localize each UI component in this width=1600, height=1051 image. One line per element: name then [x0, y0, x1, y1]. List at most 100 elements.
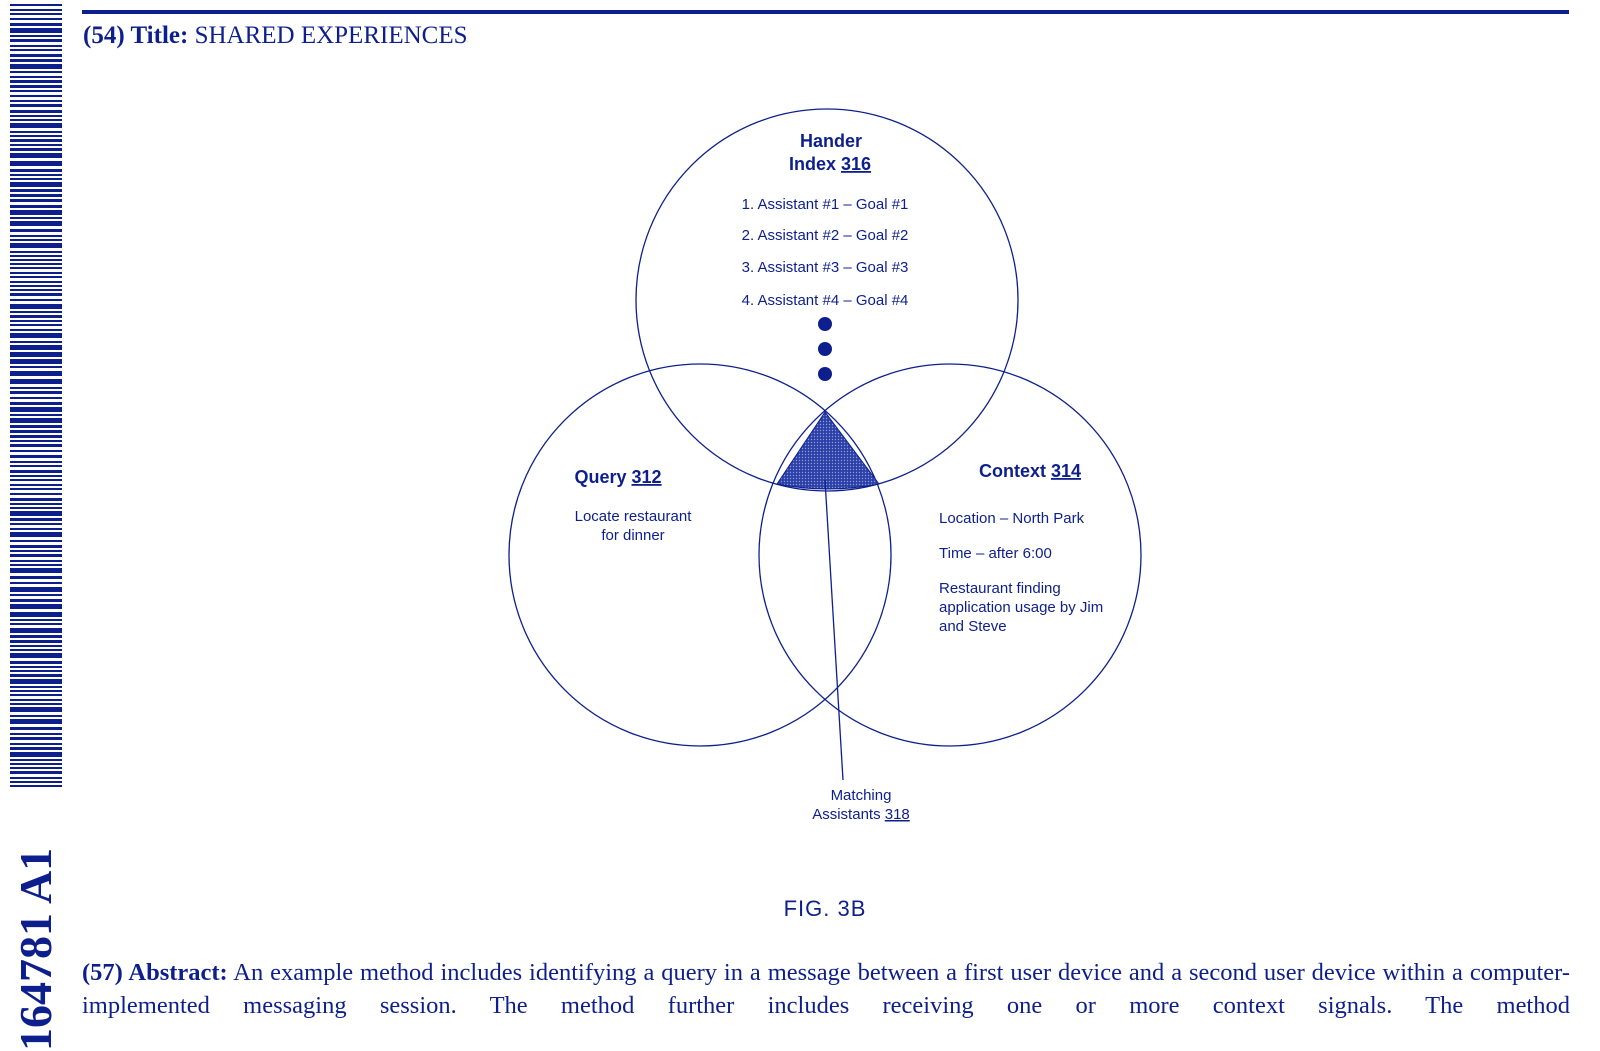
barcode-bar: [10, 493, 62, 495]
index-item: 1. Assistant #1 – Goal #1: [742, 196, 909, 213]
barcode-bar: [10, 674, 62, 677]
barcode-graphic: [10, 4, 62, 787]
barcode-bar: [10, 628, 62, 633]
barcode-bar: [10, 267, 62, 269]
barcode-bar: [10, 576, 62, 579]
barcode-bar: [10, 161, 62, 166]
barcode-bar: [10, 35, 62, 37]
barcode-bar: [10, 259, 62, 261]
barcode-bar: [10, 523, 62, 525]
barcode-bar: [10, 59, 62, 62]
barcode-bar: [10, 661, 62, 664]
barcode-bar: [10, 767, 62, 769]
barcode-bar: [10, 699, 62, 701]
barcode-bar: [10, 444, 62, 447]
figure-caption: FIG. 3B: [783, 896, 867, 921]
barcode-bar: [10, 359, 62, 364]
barcode-bar: [10, 54, 62, 57]
context-time: Time – after 6:00: [939, 545, 1052, 562]
barcode-bar: [10, 619, 62, 621]
barcode-bar: [10, 727, 62, 730]
barcode-bar: [10, 518, 62, 521]
barcode-bar: [10, 612, 62, 617]
barcode-bar: [10, 430, 62, 433]
barcode-bar: [10, 587, 62, 592]
index-heading-name: Index: [789, 154, 836, 174]
barcode-bar: [10, 13, 62, 15]
barcode-bar: [10, 777, 62, 779]
barcode-bar: [10, 194, 62, 197]
barcode-bar: [10, 100, 62, 102]
barcode-bar: [10, 9, 62, 11]
barcode-bar: [10, 418, 62, 423]
barcode-bar: [10, 594, 62, 596]
barcode-bar: [10, 18, 62, 20]
barcode-bar: [10, 653, 62, 658]
barcode-bar: [10, 582, 62, 584]
barcode-bar: [10, 235, 62, 237]
barcode-bar: [10, 80, 62, 83]
barcode-bar: [10, 135, 62, 137]
barcode-bar: [10, 763, 62, 765]
barcode-bar: [10, 285, 62, 287]
barcode-bar: [10, 178, 62, 180]
barcode-bar: [10, 276, 62, 278]
barcode-bar: [10, 293, 62, 296]
ellipsis-dot: [818, 367, 832, 381]
barcode-bar: [10, 123, 62, 128]
barcode-bar: [10, 320, 62, 322]
barcode-bar: [10, 90, 62, 92]
barcode-bar: [10, 604, 62, 609]
context-usage-line1: Restaurant finding: [939, 580, 1061, 597]
title-line: (54) Title: SHARED EXPERIENCES: [83, 22, 468, 50]
barcode-bar: [10, 28, 62, 33]
header-rule: [82, 10, 1569, 14]
barcode-bar: [10, 599, 62, 602]
context-heading: Context 314: [979, 461, 1081, 481]
context-usage-line2: application usage by Jim: [939, 599, 1103, 616]
barcode-bar: [10, 379, 62, 384]
barcode-bar: [10, 703, 62, 705]
barcode-bar: [10, 131, 62, 133]
barcode-bar: [10, 564, 62, 566]
barcode-bar: [10, 352, 62, 357]
barcode-bar: [10, 640, 62, 643]
query-heading: Query 312: [574, 467, 661, 487]
barcode-bar: [10, 528, 62, 530]
barcode-bar: [10, 281, 62, 283]
barcode-bar: [10, 440, 62, 442]
index-circle: [635, 108, 1019, 492]
barcode-bar: [10, 550, 62, 552]
barcode-bar: [10, 771, 62, 774]
barcode-bar: [10, 205, 62, 208]
barcode-bar: [10, 743, 62, 745]
barcode-bar: [10, 85, 62, 88]
barcode-bar: [10, 139, 62, 142]
barcode-bar: [10, 345, 62, 350]
barcode-bar: [10, 670, 62, 672]
barcode-bar: [10, 465, 62, 467]
barcode-bar: [10, 407, 62, 412]
barcode-bar: [10, 311, 62, 313]
barcode-bar: [10, 488, 62, 490]
matching-line1: Matching: [831, 787, 892, 804]
index-item: 2. Assistant #2 – Goal #2: [742, 227, 909, 244]
barcode-bar: [10, 39, 62, 42]
query-text-line2: for dinner: [601, 527, 664, 544]
barcode-bar: [10, 719, 62, 724]
barcode-bar: [10, 189, 62, 192]
query-name: Query: [574, 467, 626, 487]
barcode-bar: [10, 299, 62, 301]
context-name: Context: [979, 461, 1046, 481]
index-heading-line1: Hander: [800, 131, 862, 151]
barcode-bar: [10, 329, 62, 331]
barcode-bar: [10, 153, 62, 158]
barcode-bar: [10, 484, 62, 486]
index-ref: 316: [841, 154, 871, 174]
query-text-line1: Locate restaurant: [575, 508, 693, 525]
barcode-bar: [10, 371, 62, 376]
barcode-bar: [10, 263, 62, 265]
barcode-bar: [10, 391, 62, 394]
barcode-bar: [10, 747, 62, 750]
